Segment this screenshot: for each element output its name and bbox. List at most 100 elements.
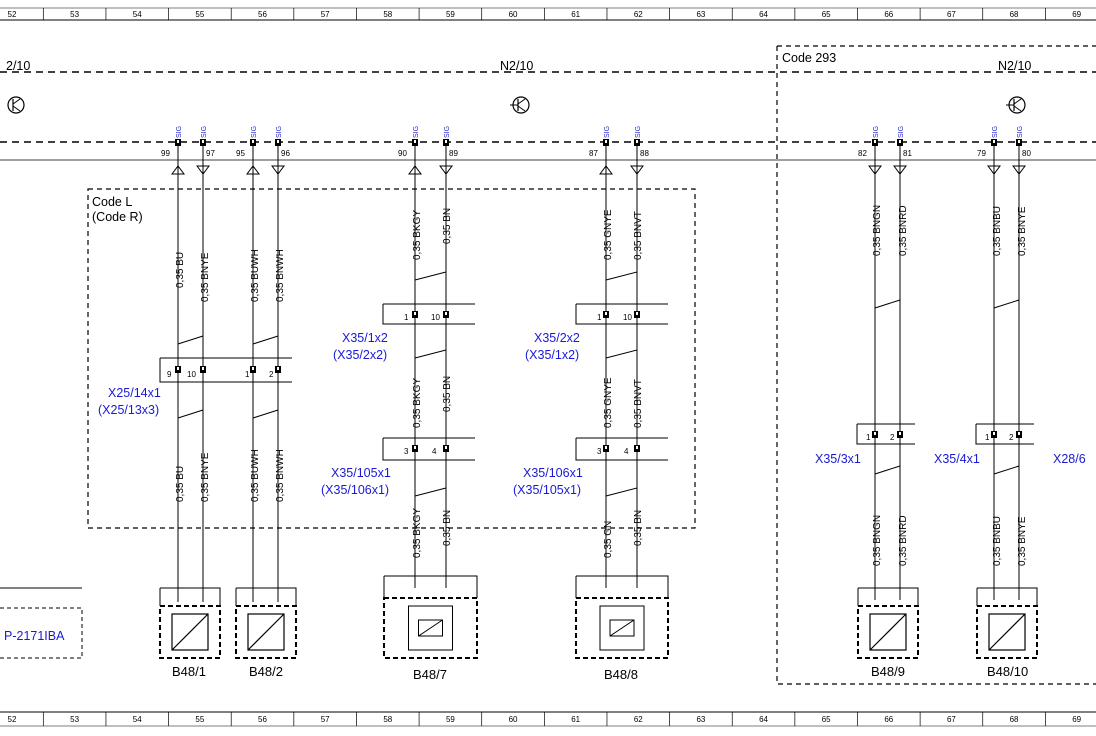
ruler-number: 59 bbox=[446, 10, 455, 19]
ruler-number: 56 bbox=[258, 715, 267, 724]
pin-block bbox=[1018, 432, 1020, 435]
wire-label: 0,35 BUWH bbox=[250, 449, 261, 502]
pin-block bbox=[1018, 140, 1020, 143]
pin-block bbox=[445, 446, 447, 449]
connector-x28-label: X28/6 bbox=[1053, 452, 1086, 466]
arrow-icon bbox=[171, 165, 185, 175]
wire-label: 0,35 BKGY bbox=[412, 210, 423, 260]
component-label-b48-9: B48/9 bbox=[871, 664, 905, 679]
pin-number: 95 bbox=[236, 149, 245, 158]
pin-block bbox=[445, 312, 447, 315]
code-293-frame bbox=[776, 45, 1096, 685]
pin-number: 96 bbox=[281, 149, 290, 158]
ruler-number: 58 bbox=[383, 715, 392, 724]
connector-x35-106x1-label: X35/106x1 bbox=[523, 466, 583, 480]
pin-number: 81 bbox=[903, 149, 912, 158]
ruler-number: 61 bbox=[571, 715, 580, 724]
pin-number: 1 bbox=[985, 433, 990, 442]
connector-x35-4x1-label: X35/4x1 bbox=[934, 452, 980, 466]
pin-number: 3 bbox=[597, 447, 602, 456]
wire-label: 0,35 BN bbox=[442, 510, 453, 546]
sensor-icon bbox=[171, 613, 209, 651]
connector-x25-label: X25/14x1 bbox=[108, 386, 161, 400]
sig-label: SIG bbox=[992, 126, 999, 138]
pin-block bbox=[874, 432, 876, 435]
twist-mark bbox=[874, 465, 901, 475]
sensor-icon bbox=[247, 613, 285, 651]
ruler-number: 66 bbox=[884, 10, 893, 19]
twist-mark bbox=[993, 465, 1020, 475]
wire-label: 0,35 GNYE bbox=[603, 377, 614, 428]
pin-number: 1 bbox=[866, 433, 871, 442]
pin-block bbox=[177, 140, 179, 143]
center-module-ref: N2/10 bbox=[500, 59, 533, 73]
pin-number: 79 bbox=[977, 149, 986, 158]
sensor-icon bbox=[247, 613, 285, 651]
wire-label: 0,35 BNGN bbox=[872, 205, 883, 256]
sensor-icon bbox=[418, 619, 443, 637]
ruler-number: 55 bbox=[195, 10, 204, 19]
ruler-number: 64 bbox=[759, 10, 768, 19]
pin-block bbox=[993, 432, 995, 435]
twist-mark bbox=[177, 409, 204, 419]
ruler-number: 69 bbox=[1072, 10, 1081, 19]
wire-label: 0,35 BNWH bbox=[275, 449, 286, 502]
pin-number: 9 bbox=[167, 370, 172, 379]
pin-number: 82 bbox=[858, 149, 867, 158]
ruler-number: 64 bbox=[759, 715, 768, 724]
pin-number: 2 bbox=[269, 370, 274, 379]
pin-block bbox=[605, 446, 607, 449]
ruler-number: 57 bbox=[321, 10, 330, 19]
wire-label: 0,35 BNVT bbox=[633, 211, 644, 260]
wire-label: 0,35 BNBU bbox=[992, 206, 1003, 256]
sig-label: SIG bbox=[873, 126, 880, 138]
wire-label: 0,35 GNYE bbox=[603, 209, 614, 260]
twist-mark bbox=[252, 335, 279, 345]
sig-label: SIG bbox=[413, 126, 420, 138]
pin-block bbox=[414, 140, 416, 143]
sig-label: SIG bbox=[201, 126, 208, 138]
connector-x25-alt-label: (X25/13x3) bbox=[98, 403, 159, 417]
sensor-header bbox=[383, 575, 478, 598]
twist-mark bbox=[605, 349, 638, 359]
ruler-number: 66 bbox=[884, 715, 893, 724]
pin-block bbox=[414, 446, 416, 449]
ruler-number: 52 bbox=[8, 715, 17, 724]
arrow-icon bbox=[1012, 165, 1026, 175]
arrow-icon bbox=[408, 165, 422, 175]
wire-label: 0,35 BN bbox=[442, 208, 453, 244]
arrow-icon bbox=[893, 165, 907, 175]
wire-label: 0,35 BKGY bbox=[412, 508, 423, 558]
twist-mark bbox=[177, 335, 204, 345]
pin-number: 88 bbox=[640, 149, 649, 158]
pin-number: 2 bbox=[1009, 433, 1014, 442]
sensor-header bbox=[977, 587, 1038, 606]
connector-x35-105x1-alt-label: (X35/105x1) bbox=[513, 483, 581, 497]
ruler-number: 56 bbox=[258, 10, 267, 19]
pin-number: 10 bbox=[187, 370, 196, 379]
left-module-label: P-2171IBA bbox=[4, 629, 65, 643]
ruler-number: 69 bbox=[1072, 715, 1081, 724]
pin-block bbox=[202, 367, 204, 370]
sensor-body bbox=[575, 597, 669, 659]
pin-block bbox=[445, 140, 447, 143]
component-label-b48-1: B48/1 bbox=[172, 664, 206, 679]
pin-number: 1 bbox=[404, 313, 409, 322]
wire-label: 0,35 BNYE bbox=[1017, 206, 1028, 256]
twist-mark bbox=[414, 349, 447, 359]
sensor-icon bbox=[609, 619, 635, 637]
arrow-icon bbox=[271, 165, 285, 175]
component-labels: B48/1 B48/2 B48/7 B48/8 B48/9 B48/10 bbox=[172, 664, 1028, 682]
code-r-label: (Code R) bbox=[92, 210, 143, 224]
wire-label: 0,35 BKGY bbox=[412, 378, 423, 428]
pin-block bbox=[993, 140, 995, 143]
transistor-icon bbox=[510, 96, 530, 114]
ruler-number: 67 bbox=[947, 10, 956, 19]
sensor-icon bbox=[599, 605, 645, 651]
sig-label: SIG bbox=[604, 126, 611, 138]
sig-label: SIG bbox=[635, 126, 642, 138]
twist-mark bbox=[605, 271, 638, 281]
ruler-number: 52 bbox=[8, 10, 17, 19]
pin-number: 2 bbox=[890, 433, 895, 442]
sig-label: SIG bbox=[176, 126, 183, 138]
